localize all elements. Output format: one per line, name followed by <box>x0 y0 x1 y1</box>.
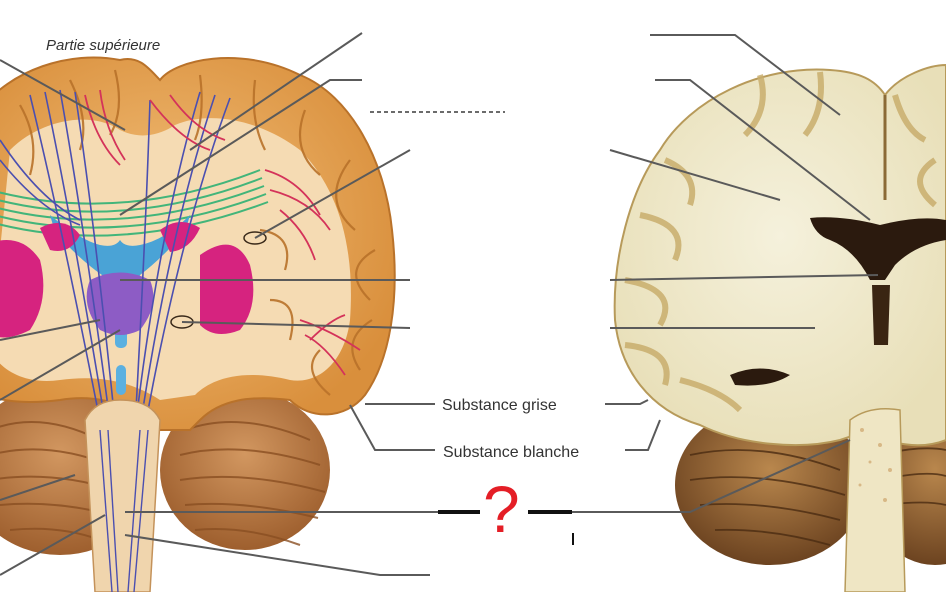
leader-left-2 <box>0 319 101 341</box>
photo-third-ventricle <box>872 285 890 345</box>
photo-lateral-ventricles <box>810 217 946 280</box>
photographed-brain-section <box>613 63 946 592</box>
label-mask-top <box>362 0 650 118</box>
leader-left-3 <box>0 329 121 401</box>
leader-right-top-2 <box>655 79 871 221</box>
illustrated-brain-section <box>0 56 396 592</box>
white-matter-region <box>0 118 351 400</box>
leader-bottom <box>124 534 430 576</box>
brainstem <box>84 399 161 592</box>
leader-left-1 <box>0 59 126 131</box>
leader-q-right <box>572 439 851 513</box>
leader-top-1 <box>189 32 363 151</box>
leader-right-mid-1 <box>609 274 879 281</box>
leader-lines <box>0 32 879 576</box>
commissural-fibers <box>0 169 269 237</box>
callosal-marker <box>243 231 267 245</box>
photo-cortical-gyri <box>624 71 937 413</box>
leader-mid-2 <box>181 321 411 329</box>
caudate-left <box>40 222 80 251</box>
label-gray-matter: Substance grise <box>442 397 557 414</box>
left-figure-title: Partie supérieure <box>46 37 160 54</box>
caudate-right <box>160 221 200 252</box>
question-mark: ? <box>483 472 520 546</box>
basal-ganglia-right <box>200 244 254 334</box>
leader-left-5 <box>0 514 106 576</box>
fourth-ventricle <box>116 365 126 395</box>
lateral-ventricles <box>50 215 190 300</box>
leader-white-left <box>349 404 435 451</box>
association-fibers <box>84 89 361 376</box>
photo-cerebellum-left <box>675 405 865 565</box>
photo-speckles <box>858 428 892 502</box>
photo-temporal-horn <box>730 368 790 386</box>
leader-left-4 <box>0 474 76 501</box>
leader-white-right <box>625 419 661 451</box>
leader-right-top-1 <box>650 34 841 116</box>
cerebellum-right-lobe <box>160 390 330 550</box>
leader-top-2 <box>119 79 362 216</box>
basal-ganglia-left <box>0 240 44 338</box>
label-white-matter: Substance blanche <box>443 444 579 461</box>
photo-brainstem <box>844 408 906 592</box>
leader-top-3 <box>254 149 411 239</box>
leader-right-top-3 <box>609 149 781 201</box>
label-mask-middle <box>410 118 608 398</box>
leader-gray-right <box>605 399 649 405</box>
